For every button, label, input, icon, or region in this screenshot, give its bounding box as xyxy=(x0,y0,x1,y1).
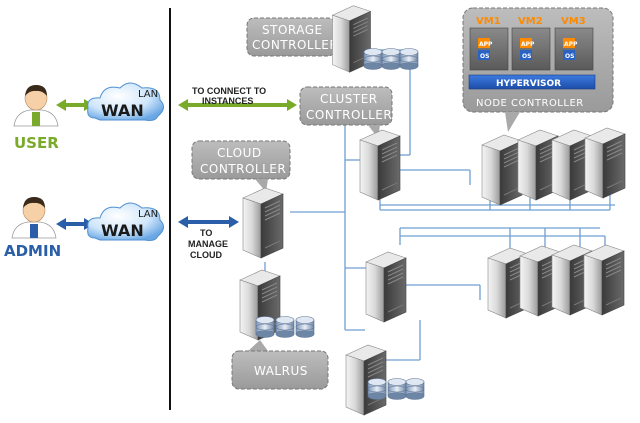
disk-stack-icon xyxy=(295,316,315,338)
disk-stack-icon xyxy=(387,378,407,400)
cloud-icon xyxy=(87,82,164,121)
vm3-os-label: OS xyxy=(565,53,574,60)
user-label: USER xyxy=(14,134,59,152)
cluster-controller-label-2: CONTROLLER xyxy=(306,108,392,122)
manage-text-line1: TO xyxy=(200,228,212,238)
disk-stack-icon xyxy=(405,378,425,400)
walrus-bubble xyxy=(231,340,329,390)
disk-stack-icon xyxy=(275,316,295,338)
disk-stack-icon xyxy=(255,316,275,338)
vm2-os-label: OS xyxy=(522,53,531,60)
server-icon xyxy=(584,127,626,199)
storage-controller-label-2: CONTROLLER xyxy=(252,38,338,52)
connect-instances-arrow xyxy=(178,99,297,111)
vm2-label: VM2 xyxy=(518,16,543,27)
disk-stack-icon xyxy=(399,48,419,70)
hypervisor-label: HYPERVISOR xyxy=(496,79,561,89)
storage-controller-label-1: STORAGE xyxy=(262,23,323,37)
connect-text-line1: TO CONNECT TO xyxy=(192,86,266,96)
cloud-icon xyxy=(87,202,164,241)
disk-stack-icon xyxy=(367,378,387,400)
server-icon xyxy=(242,187,284,259)
wan-label: WAN xyxy=(101,101,144,120)
hypervisor-bar xyxy=(468,74,596,90)
walrus-label: WALRUS xyxy=(254,364,308,378)
disk-stack-icon xyxy=(363,48,383,70)
vm3-label: VM3 xyxy=(561,16,586,27)
vm-box xyxy=(511,27,551,71)
vm3-app-label: APP xyxy=(564,41,578,48)
cloud-controller-bubble xyxy=(191,140,291,192)
lan-label: LAN xyxy=(138,209,158,220)
vm2-app-label: APP xyxy=(521,41,535,48)
connect-text-line2: INSTANCES xyxy=(202,96,253,106)
user-avatar-icon xyxy=(13,84,59,127)
cloud-controller-label-1: CLOUD xyxy=(217,146,262,160)
manage-cloud-arrow xyxy=(178,216,239,228)
vm-box xyxy=(469,27,509,71)
node-controller-label: NODE CONTROLLER xyxy=(476,98,584,109)
lan-label: LAN xyxy=(138,89,158,100)
vm1-label: VM1 xyxy=(476,16,501,27)
server-icon xyxy=(365,251,407,323)
server-icon xyxy=(359,129,401,201)
vm1-app-label: APP xyxy=(479,41,493,48)
cloud-controller-label-2: CONTROLLER xyxy=(200,162,286,176)
cluster-controller-label-1: CLUSTER xyxy=(320,92,378,106)
vm-box xyxy=(554,27,594,71)
wan-label: WAN xyxy=(101,221,144,240)
manage-text-line2: MANAGE xyxy=(188,239,228,249)
disk-stack-icon xyxy=(381,48,401,70)
admin-avatar-icon xyxy=(11,196,57,239)
manage-text-line3: CLOUD xyxy=(190,250,222,260)
vm1-os-label: OS xyxy=(480,53,489,60)
admin-label: ADMIN xyxy=(4,242,61,260)
server-icon xyxy=(583,244,625,316)
server-icon xyxy=(481,134,523,206)
